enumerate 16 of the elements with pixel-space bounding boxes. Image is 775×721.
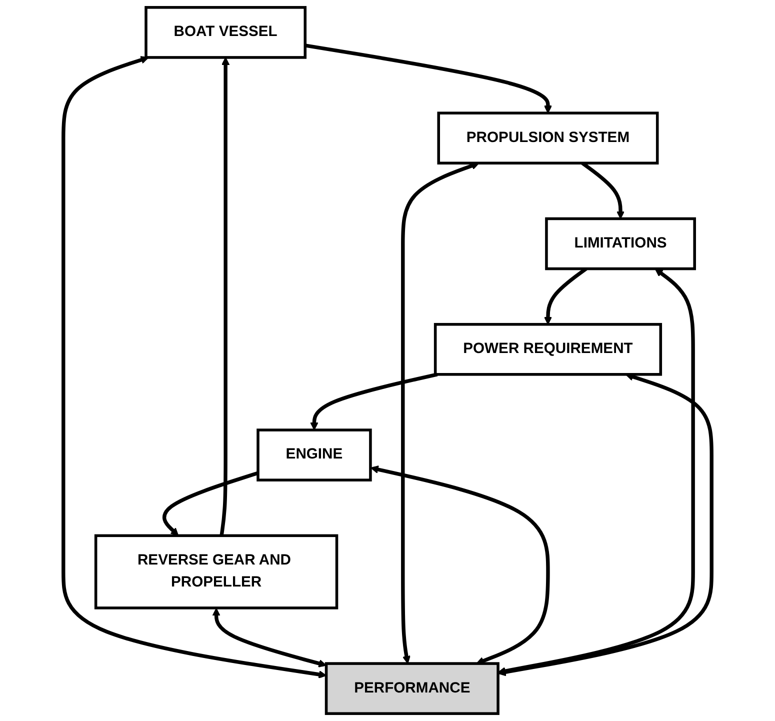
arrow xyxy=(401,162,480,664)
process-box: REVERSE GEAR AND PROPELLER xyxy=(94,534,338,610)
arrow xyxy=(310,372,438,430)
arrow xyxy=(162,471,259,536)
process-box: LIMITATIONS xyxy=(545,217,696,270)
process-box: PERFORMANCE xyxy=(324,662,500,715)
arrow xyxy=(212,608,327,668)
arrow xyxy=(498,268,695,676)
process-box: PROPULSION SYSTEM xyxy=(437,112,659,164)
process-box: ENGINE xyxy=(256,428,372,482)
arrow xyxy=(370,465,550,665)
arrow xyxy=(62,56,327,678)
arrow xyxy=(304,44,552,114)
process-box: POWER REQUIREMENT xyxy=(434,322,662,376)
arrow xyxy=(220,57,230,536)
process-box: BOAT VESSEL xyxy=(144,6,307,59)
